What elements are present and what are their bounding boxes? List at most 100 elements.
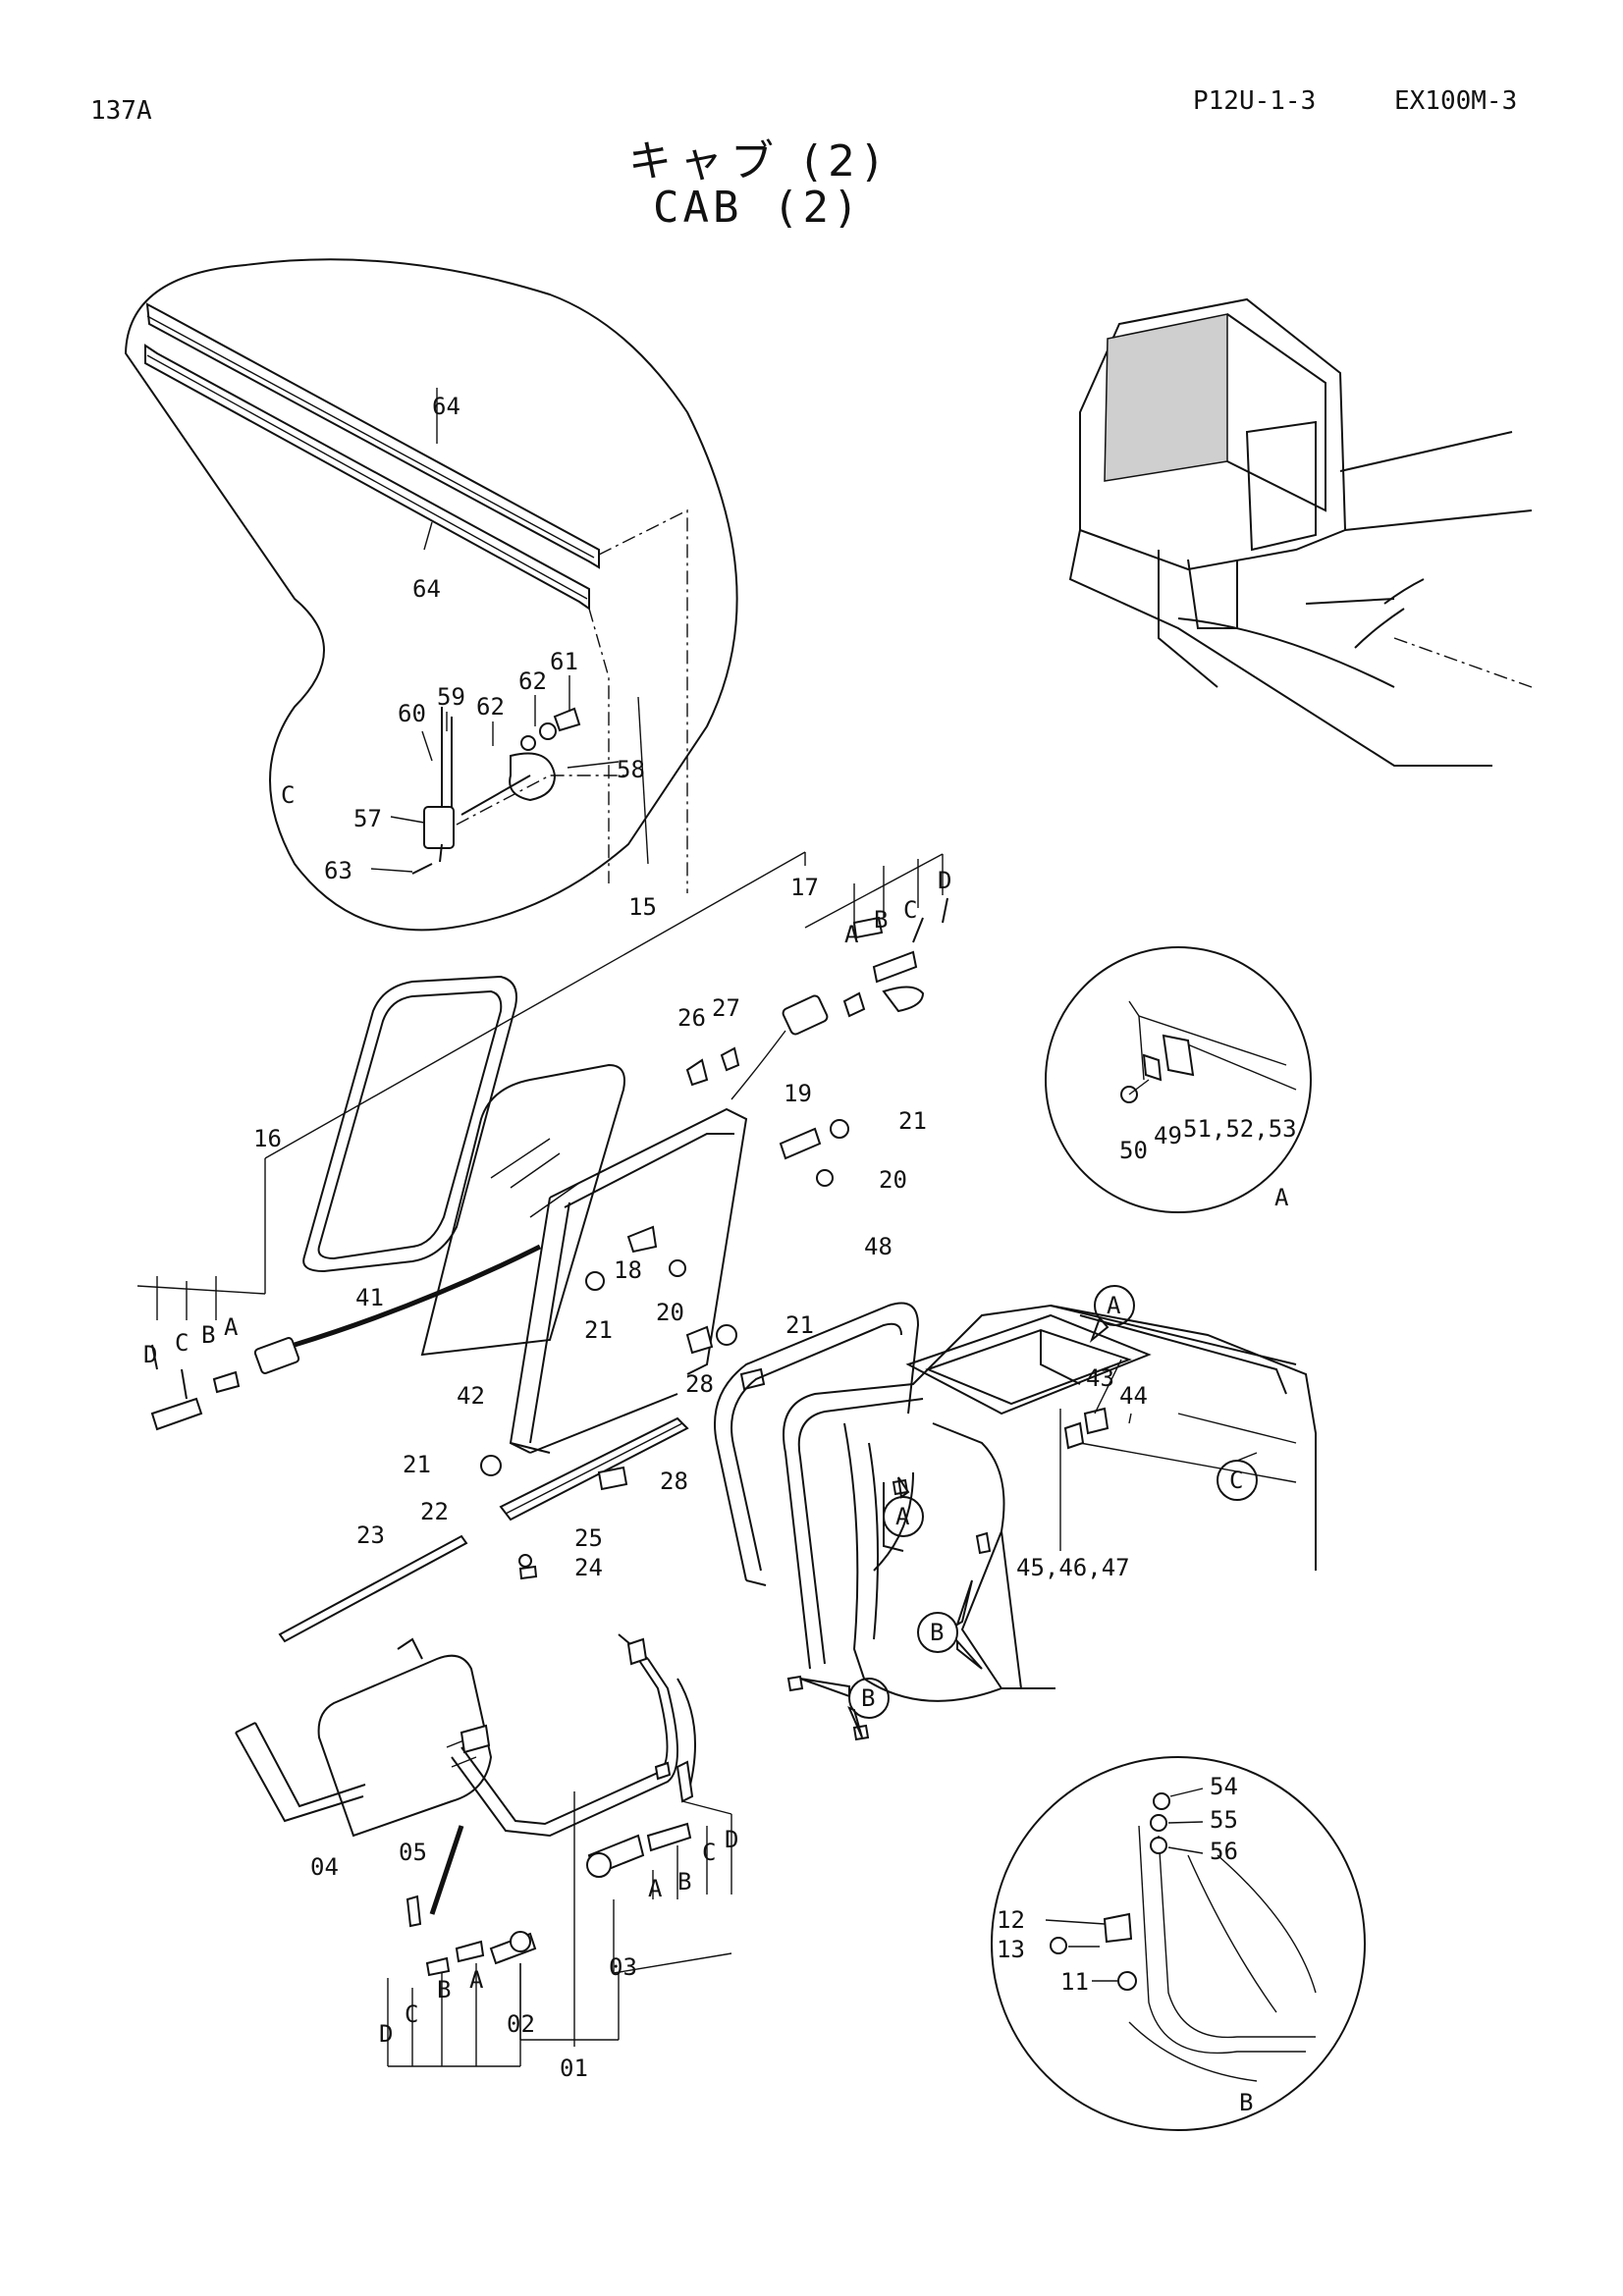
callout-61: 61 <box>550 648 578 675</box>
callout-25: 25 <box>574 1524 603 1552</box>
callout-42: 42 <box>457 1382 485 1410</box>
circle-markers <box>799 1285 1258 1738</box>
callout-03: 03 <box>609 1953 637 1981</box>
rail-64 <box>144 302 688 893</box>
label-02-b: B <box>437 1976 451 2003</box>
callout-57: 57 <box>353 805 382 832</box>
callout-20b: 20 <box>656 1299 684 1326</box>
glass-42 <box>420 1063 625 1357</box>
window-seal-41 <box>302 975 517 1273</box>
callout-51-52-53: 51,52,53 <box>1183 1115 1297 1143</box>
callout-63: 63 <box>324 857 352 884</box>
label-16-c: C <box>175 1329 189 1357</box>
hinge-57-58 <box>411 707 628 875</box>
circle-label-c: C <box>1229 1467 1243 1494</box>
cab-body-outline <box>783 1304 1317 1741</box>
callout-55: 55 <box>1210 1806 1238 1834</box>
callout-27: 27 <box>712 994 740 1022</box>
label-02-d: D <box>379 2020 393 2048</box>
page-code: 137A <box>90 96 152 126</box>
callout-45-46-47: 45,46,47 <box>1016 1554 1130 1581</box>
callout-49: 49 <box>1154 1122 1182 1149</box>
part-code: P12U-1-3 <box>1193 86 1317 116</box>
callout-44: 44 <box>1119 1382 1148 1410</box>
callout-54: 54 <box>1210 1773 1238 1800</box>
callout-detail-a: A <box>1274 1184 1289 1211</box>
callout-58: 58 <box>617 756 645 783</box>
bracket-lines-15-17 <box>136 851 944 1320</box>
title-japanese: キャブ (2) <box>628 136 889 187</box>
door-frame-48 <box>714 1302 920 1586</box>
callout-detail-b: B <box>1239 2089 1253 2116</box>
callout-detail-c: C <box>281 781 295 809</box>
label-17-b: B <box>874 906 888 934</box>
callout-20a: 20 <box>879 1166 907 1194</box>
connector-curve <box>294 1030 786 1348</box>
leader-lines-c <box>370 388 620 873</box>
label-02-a: A <box>469 1966 484 1994</box>
callout-64b: 64 <box>412 575 441 603</box>
callout-22: 22 <box>420 1498 449 1525</box>
callout-48: 48 <box>864 1233 893 1260</box>
callout-60: 60 <box>398 700 426 727</box>
label-17-c: C <box>903 896 917 924</box>
callout-02: 02 <box>507 2010 535 2038</box>
label-03-c: C <box>702 1839 716 1866</box>
hardware-16-17 <box>150 897 948 1431</box>
label-17-a: A <box>844 921 859 948</box>
callout-19: 19 <box>784 1080 812 1107</box>
callout-05: 05 <box>399 1839 427 1866</box>
label-16-d: D <box>143 1341 157 1368</box>
callout-15: 15 <box>628 893 657 921</box>
callout-28a: 28 <box>685 1370 714 1398</box>
label-16-b: B <box>201 1321 215 1349</box>
channel-frame-15 <box>509 1107 748 1454</box>
callout-13: 13 <box>997 1936 1025 1963</box>
label-03-d: D <box>725 1826 738 1853</box>
callout-04: 04 <box>310 1853 339 1881</box>
callout-21a: 21 <box>898 1107 927 1135</box>
lower-window-04-05 <box>235 1637 493 1838</box>
model-code: EX100M-3 <box>1394 86 1518 116</box>
leader-lines-detail-b <box>1045 1788 1204 1982</box>
callout-11: 11 <box>1060 1968 1089 1996</box>
callout-01: 01 <box>560 2055 588 2082</box>
label-02-c: C <box>405 2001 418 2028</box>
callout-labels: 64 64 61 62 62 59 60 58 57 63 C 15 17 16… <box>143 393 1297 2116</box>
title-english: CAB (2) <box>653 183 863 233</box>
label-16-a: A <box>224 1313 239 1341</box>
callout-12: 12 <box>997 1906 1025 1934</box>
callout-18: 18 <box>614 1256 642 1284</box>
circle-label-a1: A <box>1107 1292 1121 1319</box>
callout-64a: 64 <box>432 393 460 420</box>
detail-b-circle <box>991 1756 1366 2131</box>
circle-label-b1: B <box>930 1619 944 1646</box>
callout-41: 41 <box>355 1284 384 1311</box>
label-03-b: B <box>677 1868 691 1896</box>
circle-label-b2: B <box>861 1684 875 1712</box>
leader-lines-cab <box>1059 1359 1258 1551</box>
callout-21b: 21 <box>584 1316 613 1344</box>
callout-24: 24 <box>574 1554 603 1581</box>
callout-23: 23 <box>356 1522 385 1549</box>
cab-overview-illustration <box>1068 297 1533 767</box>
callout-16: 16 <box>253 1125 282 1152</box>
callout-43: 43 <box>1086 1364 1114 1392</box>
callout-21c: 21 <box>785 1311 814 1339</box>
lock-parts-02-03 <box>406 1760 694 1977</box>
callout-56: 56 <box>1210 1838 1238 1865</box>
label-17-d: D <box>938 867 951 894</box>
callout-59: 59 <box>437 683 465 711</box>
callout-21d: 21 <box>403 1451 431 1478</box>
bracket-lines-01-03 <box>387 1791 732 2067</box>
detail-a-circle <box>1045 946 1312 1213</box>
lower-frame-01 <box>429 1633 696 1915</box>
callout-62a: 62 <box>518 667 547 695</box>
detail-c-balloon <box>124 258 738 932</box>
circle-label-a2: A <box>895 1503 910 1530</box>
sliding-rail-22 <box>499 1416 689 1522</box>
callout-26: 26 <box>677 1004 706 1032</box>
callout-28b: 28 <box>660 1468 688 1495</box>
